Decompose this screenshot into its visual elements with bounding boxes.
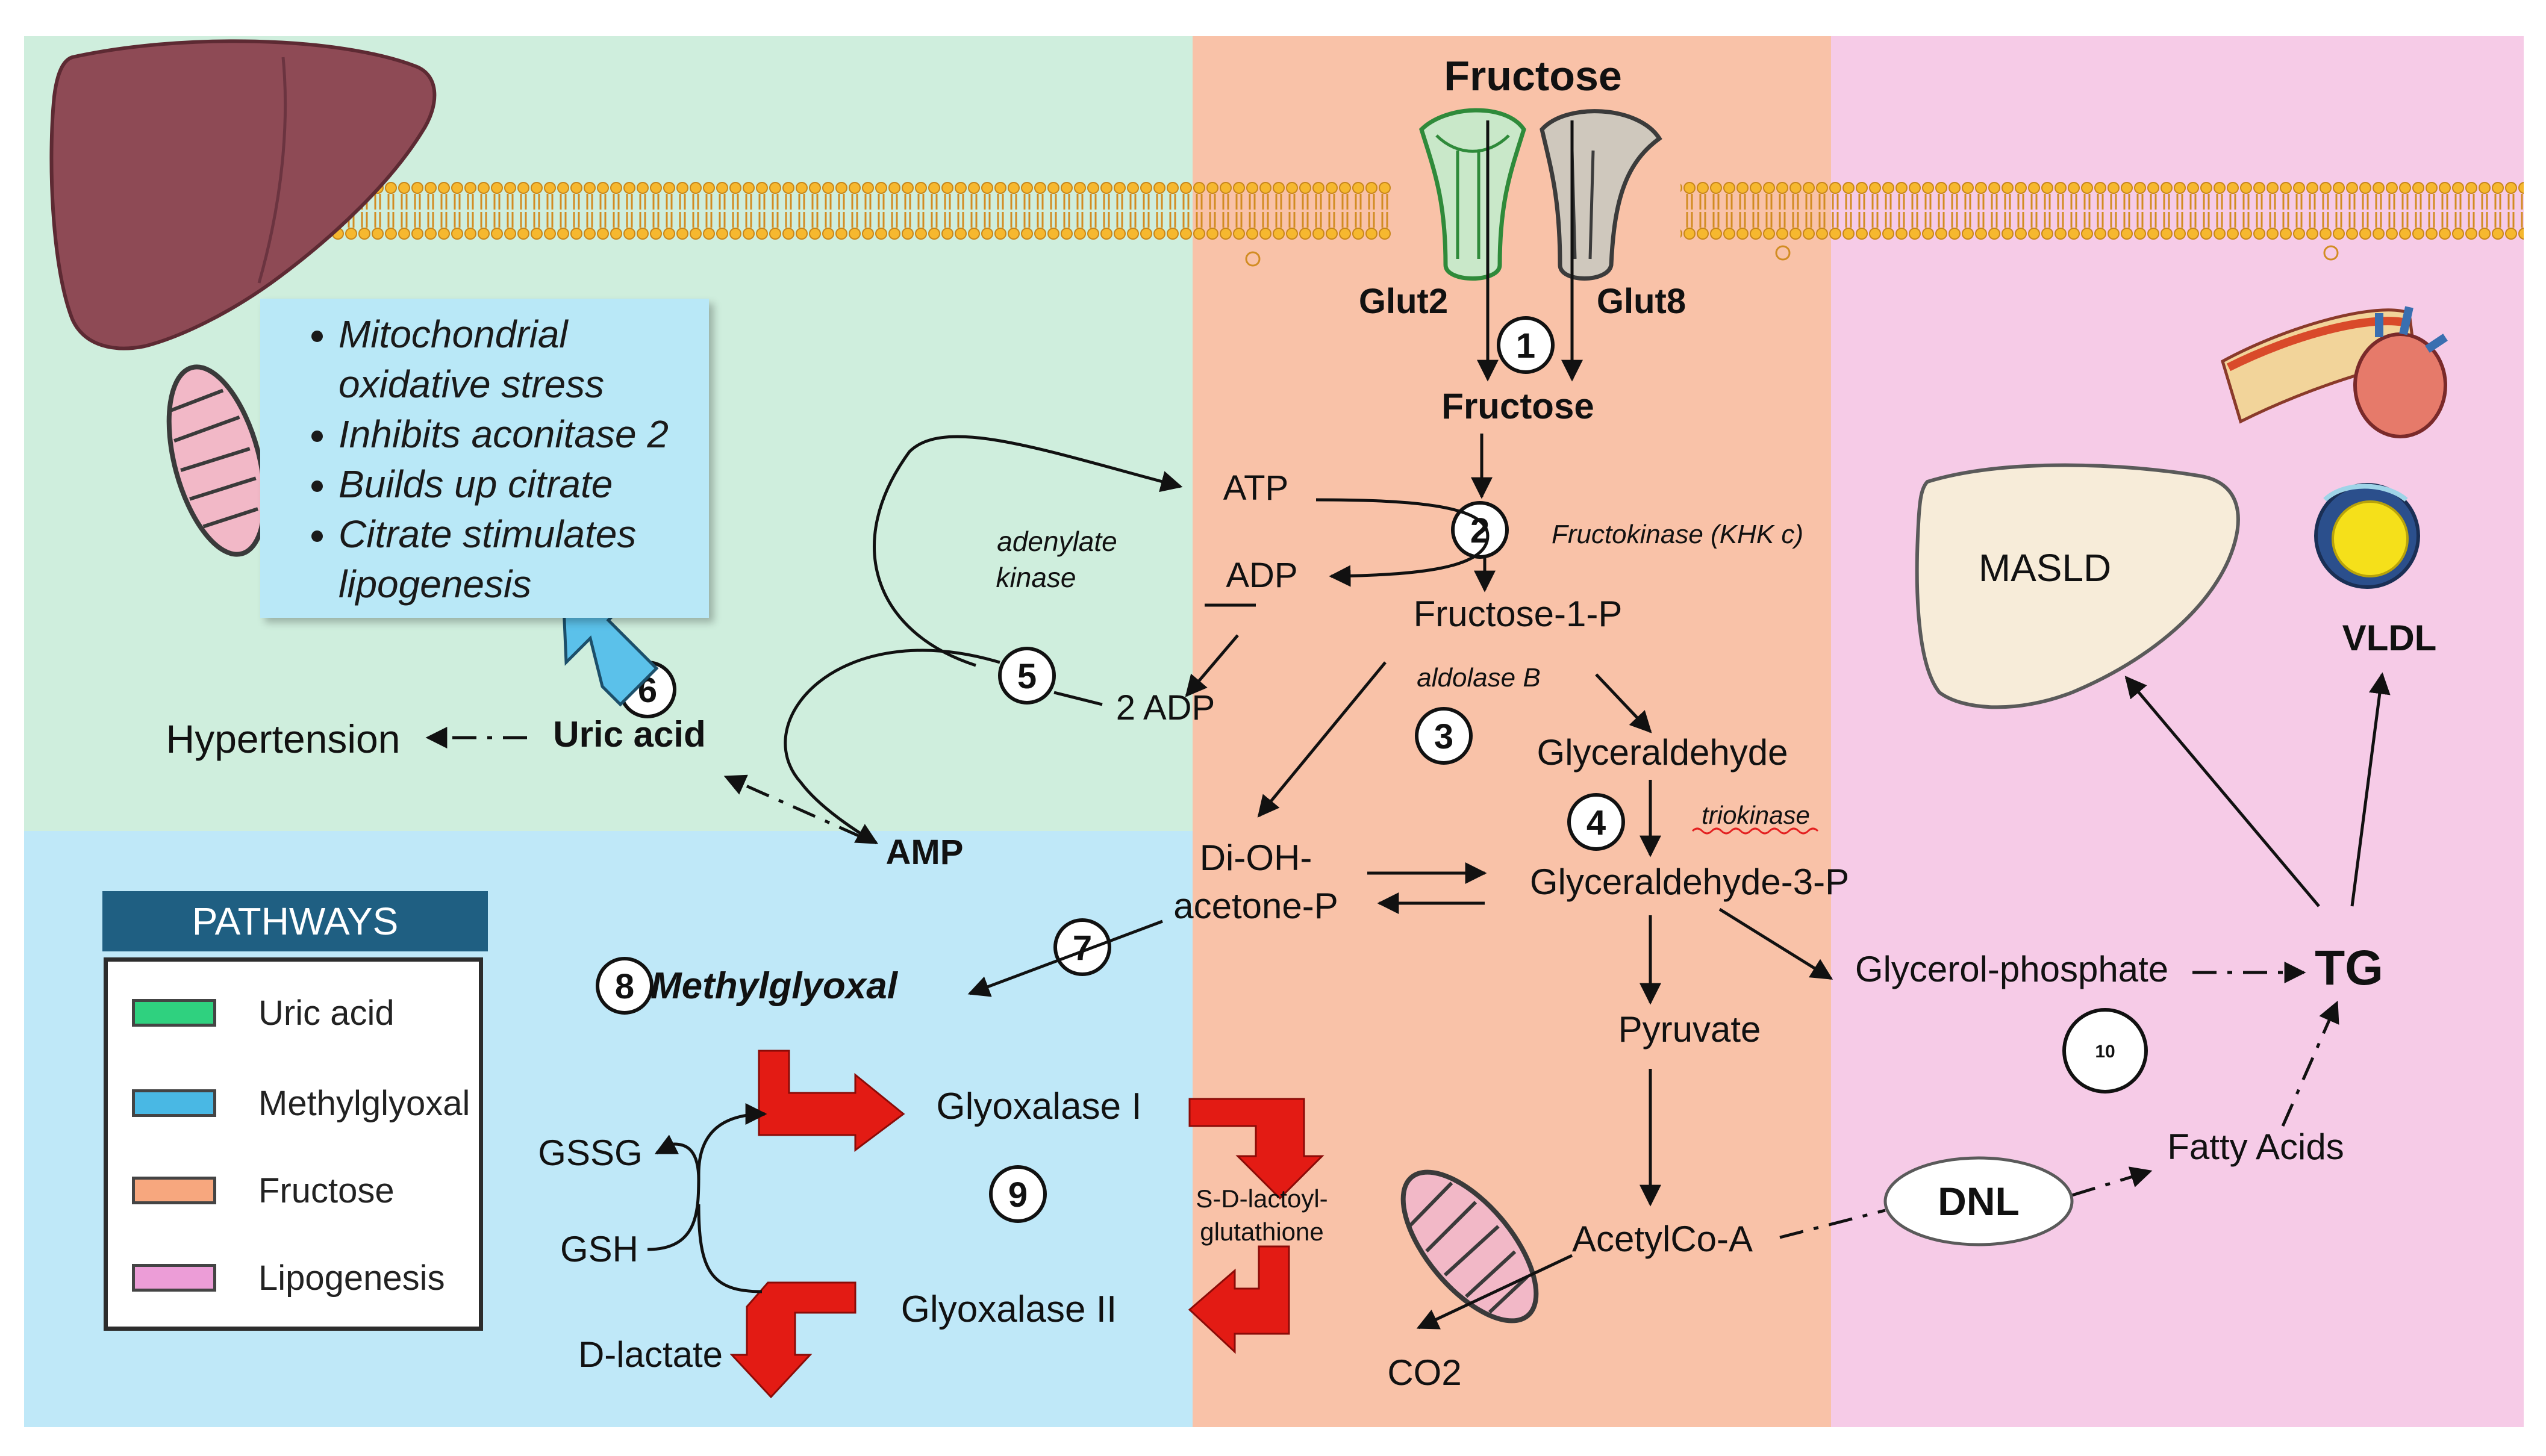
svg-text:3: 3 — [1434, 717, 1453, 756]
svg-text:4: 4 — [1587, 803, 1606, 842]
glut2-label: Glut2 — [1359, 282, 1448, 321]
info-item-3: Builds up citrate — [339, 459, 709, 509]
legend-item-uric-acid: Uric acid — [132, 993, 395, 1033]
legend-swatch — [132, 1264, 216, 1292]
legend-swatch — [132, 999, 216, 1027]
uric-acid-label: Uric acid — [553, 714, 705, 754]
s-d-lactoyl-label-line1: S-D-lactoyl- — [1196, 1184, 1328, 1213]
fructose-1-p-label: Fructose-1-P — [1414, 594, 1623, 634]
legend-title: PATHWAYS — [102, 891, 488, 951]
info-item-4: Citrate stimulates lipogenesis — [339, 509, 709, 609]
svg-text:10: 10 — [2095, 1042, 2115, 1062]
step-3-badge: 3 — [1415, 707, 1473, 765]
step-1-badge: 1 — [1497, 316, 1555, 374]
two-adp-label: 2 ADP — [1116, 688, 1215, 727]
cell-membrane — [259, 181, 2524, 267]
gsh-label: GSH — [560, 1229, 638, 1269]
uric-acid-effects-box: Mitochondrial oxidative stress Inhibits … — [260, 299, 709, 618]
adp-label: ADP — [1226, 556, 1297, 595]
step-7-badge: 7 — [1053, 918, 1111, 976]
legend-item-fructose: Fructose — [132, 1171, 395, 1210]
vldl-particle-icon — [2314, 483, 2420, 589]
legend-label: Uric acid — [258, 993, 395, 1033]
step-10-badge: 10 — [2062, 1008, 2148, 1094]
mitochondrion-icon — [166, 364, 267, 557]
hypertension-label: Hypertension — [166, 717, 401, 761]
adenylate-kinase-label-line1: adenylate — [997, 526, 1117, 557]
dhap-label-line2: acetone-P — [1173, 886, 1338, 926]
enzyme-labels: adenylate kinase Fructokinase (KHK c) al… — [996, 520, 1810, 829]
svg-text:9: 9 — [1008, 1175, 1028, 1215]
legend-item-lipogenesis: Lipogenesis — [132, 1258, 445, 1298]
aldolase-b-label: aldolase B — [1417, 663, 1540, 692]
fatty-acids-label: Fatty Acids — [2167, 1127, 2344, 1167]
pyruvate-label: Pyruvate — [1618, 1009, 1761, 1050]
atp-label: ATP — [1223, 468, 1289, 508]
dnl-label: DNL — [1938, 1179, 2020, 1224]
fructose-panel — [1193, 36, 1843, 1427]
legend-label: Fructose — [258, 1171, 395, 1210]
triokinase-label: triokinase — [1702, 801, 1810, 829]
masld-label: MASLD — [1979, 546, 2112, 590]
glyceraldehyde-label: Glyceraldehyde — [1537, 732, 1788, 773]
methylglyoxal-label: Methylglyoxal — [651, 965, 899, 1007]
info-item-2: Inhibits aconitase 2 — [339, 409, 709, 459]
step-markers: 1 2 3 4 5 6 7 8 9 10 — [596, 316, 2148, 1223]
liver-icon — [49, 39, 437, 350]
glycerol-phosphate-label: Glycerol-phosphate — [1855, 949, 2168, 989]
step-8-badge: 8 — [596, 957, 654, 1015]
acetylcoa-label: AcetylCo-A — [1572, 1219, 1753, 1259]
mitochondrion-icon — [1400, 1169, 1539, 1324]
legend-label: Methylglyoxal — [258, 1083, 470, 1123]
glut8-label: Glut8 — [1597, 282, 1686, 321]
svg-text:1: 1 — [1516, 326, 1535, 366]
vldl-label: VLDL — [2342, 618, 2437, 658]
glyoxalase-2-label: Glyoxalase II — [901, 1289, 1117, 1330]
legend-item-methylglyoxal: Methylglyoxal — [132, 1083, 470, 1123]
step-9-badge: 9 — [989, 1165, 1047, 1223]
legend-swatch — [132, 1177, 216, 1204]
info-item-1: Mitochondrial oxidative stress — [339, 310, 709, 409]
spellcheck-underline — [1691, 827, 1819, 835]
step-5-badge: 5 — [998, 647, 1056, 705]
legend: Uric acid Methylglyoxal Fructose Lipogen… — [104, 957, 483, 1331]
artery-heart-icon — [2221, 306, 2448, 438]
glyoxalase-red-arrows — [729, 1050, 1324, 1399]
tg-label: TG — [2315, 941, 2383, 995]
d-lactate-label: D-lactate — [578, 1334, 723, 1375]
fructokinase-label: Fructokinase (KHK c) — [1552, 520, 1803, 549]
step-4-badge: 4 — [1567, 793, 1625, 851]
fructose-extracellular-label: Fructose — [1444, 52, 1622, 99]
amp-label: AMP — [886, 833, 964, 872]
svg-text:5: 5 — [1017, 657, 1037, 696]
dhap-label-line1: Di-OH- — [1200, 838, 1312, 878]
glyoxalase-1-label: Glyoxalase I — [936, 1086, 1141, 1127]
legend-swatch — [132, 1089, 216, 1117]
gssg-label: GSSG — [538, 1133, 642, 1173]
svg-text:8: 8 — [615, 967, 634, 1006]
s-d-lactoyl-label-line2: glutathione — [1200, 1218, 1324, 1246]
co2-label: CO2 — [1387, 1352, 1461, 1393]
fructose-intracellular-label: Fructose — [1441, 386, 1594, 426]
glyceraldehyde-3-p-label: Glyceraldehyde-3-P — [1530, 862, 1849, 902]
dnl-oval — [1883, 1156, 2074, 1246]
glut2-transporter-icon — [1419, 108, 1526, 281]
adenylate-kinase-label-line2: kinase — [996, 562, 1076, 593]
fatty-liver-icon — [1915, 463, 2240, 709]
legend-label: Lipogenesis — [258, 1258, 445, 1298]
metabolite-labels: ATP ADP 2 ADP AMP Fructose-1-P Glycerald… — [166, 468, 2437, 1393]
